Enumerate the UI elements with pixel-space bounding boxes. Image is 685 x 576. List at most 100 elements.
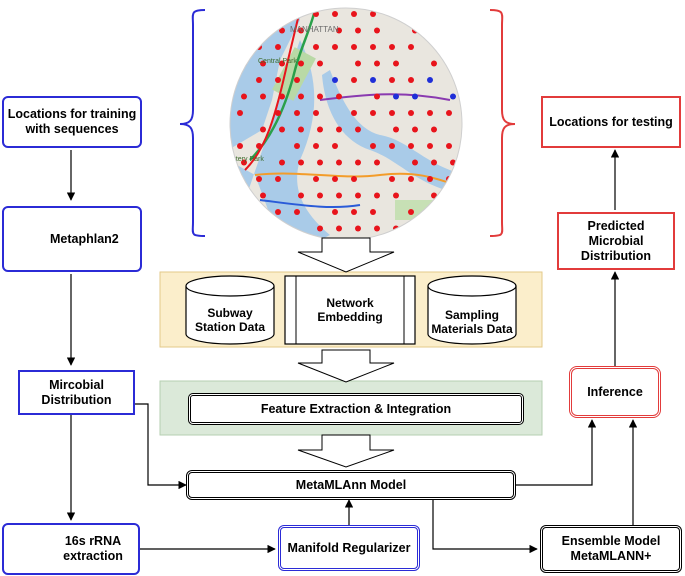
sampling-location-dot bbox=[336, 159, 342, 166]
sampling-location-dot bbox=[313, 110, 319, 116]
sampling-location-dot bbox=[355, 159, 361, 166]
sampling-location-dot bbox=[260, 126, 266, 133]
mircobial-distribution-box: Mircobial Distribution bbox=[18, 370, 135, 415]
sampling-location-dot bbox=[351, 77, 357, 83]
network-embedding-label-box: Network Embedding bbox=[297, 290, 403, 330]
ensemble-model-label: Ensemble Model MetaMLANN+ bbox=[561, 534, 661, 563]
map-label-manhattan: MANHATTAN bbox=[290, 25, 339, 34]
sampling-location-dot bbox=[237, 209, 243, 215]
sampling-location-dot bbox=[427, 143, 433, 149]
sampling-location-dot bbox=[317, 60, 323, 67]
sampling-location-dot bbox=[393, 126, 399, 133]
hollow-arrow-feature-to-model bbox=[297, 434, 395, 468]
sampling-location-dot bbox=[408, 110, 414, 116]
metamlann-model-label: MetaMLAnn Model bbox=[295, 477, 407, 492]
sampling-location-dot bbox=[241, 93, 247, 100]
sampling-materials-label: Sampling Materials Data bbox=[431, 307, 513, 336]
sampling-location-dot bbox=[370, 44, 376, 50]
sampling-location-dot bbox=[237, 143, 243, 149]
map-water-river bbox=[230, 40, 330, 240]
sampling-location-dot bbox=[469, 193, 475, 199]
left-brace bbox=[179, 9, 206, 237]
subway-line-red bbox=[244, 9, 301, 171]
network-embedding-box bbox=[284, 275, 416, 345]
metamlann-model-box: MetaMLAnn Model bbox=[186, 470, 516, 500]
sampling-location-dot bbox=[351, 209, 357, 215]
locations-for-training-box: Locations for training with sequences bbox=[2, 96, 142, 148]
sampling-location-dot bbox=[275, 209, 281, 215]
sampling-location-dot bbox=[431, 60, 437, 67]
sampling-location-dot bbox=[241, 225, 247, 232]
network-embedding-label: Network Embedding bbox=[317, 295, 383, 324]
sampling-location-dot bbox=[450, 60, 456, 67]
sampling-location-dot bbox=[317, 225, 323, 232]
sampling-location-dot bbox=[294, 11, 300, 17]
sampling-location-dot bbox=[389, 176, 395, 182]
sampling-location-dot bbox=[351, 11, 357, 17]
sampling-location-dot bbox=[412, 225, 418, 232]
sampling-location-dot bbox=[370, 77, 376, 83]
sampling-location-dot bbox=[294, 110, 300, 116]
sampling-location-dot bbox=[412, 126, 418, 133]
subway-station-data-label: Subway Station Data bbox=[194, 305, 265, 334]
sampling-location-dot bbox=[431, 159, 437, 166]
sampling-location-dot bbox=[374, 225, 380, 232]
sampling-location-dot bbox=[237, 11, 243, 17]
sampling-location-dot bbox=[298, 192, 304, 199]
subway-line-orange bbox=[254, 172, 462, 191]
sampling-location-dot bbox=[351, 110, 357, 116]
sampling-location-dot bbox=[351, 176, 357, 182]
sampling-location-dot bbox=[408, 44, 414, 50]
subway-station-cylinder bbox=[185, 275, 275, 345]
sampling-location-dot bbox=[450, 192, 456, 199]
sampling-location-dot bbox=[298, 159, 304, 166]
sampling-location-dot bbox=[336, 93, 342, 100]
sampling-location-dot bbox=[332, 143, 338, 149]
sampling-location-dot bbox=[408, 77, 414, 83]
sampling-location-dot bbox=[450, 93, 456, 100]
sampling-location-dot bbox=[355, 126, 361, 133]
sampling-location-dot bbox=[332, 176, 338, 182]
sampling-location-dot bbox=[469, 61, 475, 67]
sampling-location-dot bbox=[412, 93, 418, 100]
subway-line-purple bbox=[319, 93, 451, 101]
sampling-location-dot bbox=[256, 176, 262, 182]
sampling-location-dot bbox=[256, 209, 262, 215]
sampling-location-dot bbox=[279, 27, 285, 34]
sampling-location-dot bbox=[393, 192, 399, 199]
sampling-location-dot bbox=[241, 159, 247, 166]
sampling-location-dot bbox=[408, 209, 414, 215]
sampling-location-dot bbox=[446, 11, 452, 17]
sampling-location-dot bbox=[374, 93, 380, 100]
nyc-subway-map: MANHATTAN Central Park attery Park bbox=[230, 8, 475, 240]
sampling-location-dot bbox=[408, 143, 414, 149]
sampling-location-dot bbox=[374, 27, 380, 34]
sampling-location-dot bbox=[446, 209, 452, 215]
sampling-location-dot bbox=[294, 77, 300, 83]
sampling-location-dot bbox=[332, 44, 338, 50]
sampling-location-dot bbox=[408, 176, 414, 182]
sampling-location-dot bbox=[260, 225, 266, 232]
sampling-location-dot bbox=[355, 27, 361, 34]
locations-for-training-label: Locations for training with sequences bbox=[7, 107, 137, 136]
sampling-location-dot bbox=[260, 60, 266, 67]
sampling-location-dot bbox=[374, 60, 380, 67]
sampling-location-dot bbox=[427, 176, 433, 182]
sampling-location-dot bbox=[450, 225, 456, 232]
locations-for-testing-box: Locations for testing bbox=[541, 96, 681, 148]
sampling-location-dot bbox=[332, 77, 338, 83]
sampling-location-dot bbox=[317, 159, 323, 166]
sampling-location-dot bbox=[389, 110, 395, 116]
sampling-location-dot bbox=[431, 27, 437, 34]
sampling-location-dot bbox=[389, 77, 395, 83]
sampling-location-dot bbox=[355, 60, 361, 67]
sampling-location-dot bbox=[298, 126, 304, 133]
sampling-location-dot bbox=[351, 44, 357, 50]
sampling-location-dot bbox=[294, 209, 300, 215]
sampling-location-dot bbox=[313, 143, 319, 149]
sampling-materials-label-box: Sampling Materials Data bbox=[430, 296, 514, 348]
sampling-location-dot bbox=[465, 209, 471, 215]
mircobial-distribution-label: Mircobial Distribution bbox=[41, 377, 112, 407]
sampling-location-dot bbox=[446, 110, 452, 116]
manifold-regularizer-box: Manifold Regularizer bbox=[278, 525, 420, 571]
